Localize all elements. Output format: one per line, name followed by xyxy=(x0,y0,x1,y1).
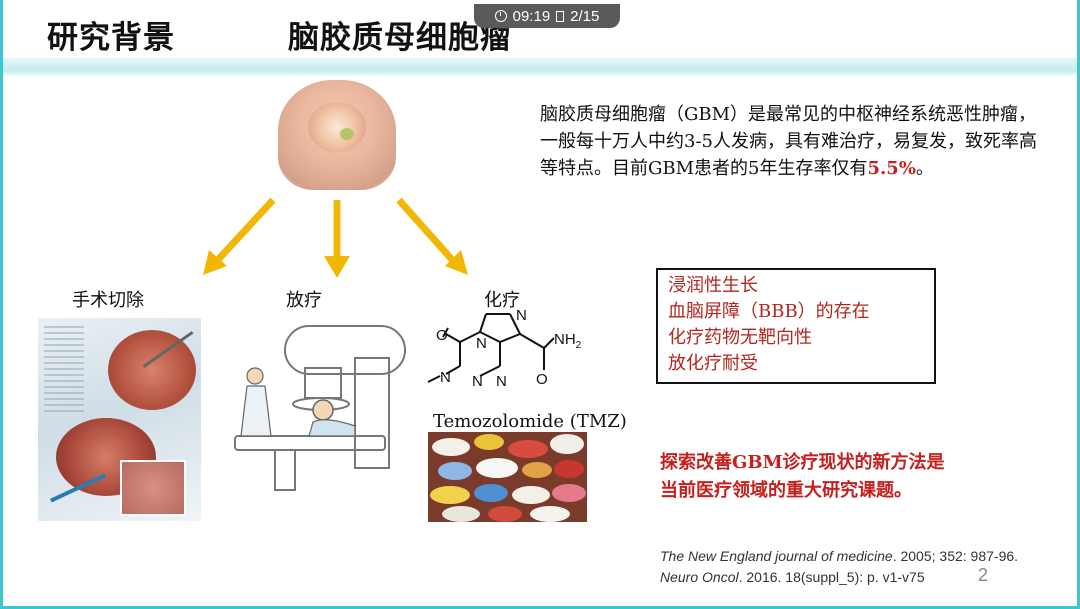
pill xyxy=(508,440,548,458)
pill xyxy=(430,486,470,504)
topic-title: 脑胶质母细胞瘤 xyxy=(288,20,512,56)
intro-end: 。 xyxy=(915,158,934,179)
pill xyxy=(438,462,472,480)
reference-journal: Neuro Oncol xyxy=(660,569,739,585)
pill xyxy=(550,434,584,454)
label-chemotherapy: 化疗 xyxy=(484,290,520,311)
clock-icon xyxy=(494,10,507,22)
arrow-down-icon xyxy=(203,197,276,275)
intro-paragraph: 脑胶质母细胞瘤（GBM）是最常见的中枢神经系统恶性肿瘤，一般每十万人中约3-5人… xyxy=(540,101,1050,182)
reference-detail: . 2005; 352: 987-96. xyxy=(892,548,1019,564)
pill xyxy=(554,460,584,478)
pill xyxy=(552,484,586,502)
conclusion-text: 探索改善GBM诊疗现状的新方法是 当前医疗领域的重大研究课题。 xyxy=(660,449,945,505)
radiotherapy-illustration xyxy=(234,325,406,491)
conclusion-line: 探索改善GBM诊疗现状的新方法是 xyxy=(660,452,945,473)
pill xyxy=(474,434,504,450)
recording-page: 2/15 xyxy=(570,7,600,25)
intro-text: 脑胶质母细胞瘤（GBM）是最常见的中枢神经系统恶性肿瘤，一般每十万人中约3-5人… xyxy=(540,104,1037,179)
page-number: 2 xyxy=(978,565,989,585)
survival-rate-highlight: 5.5% xyxy=(867,158,916,179)
atom-n-methyl: N xyxy=(440,369,451,386)
reference-detail: . 2016. 18(suppl_5): p. v1-v75 xyxy=(738,569,925,585)
atom-n-center: N xyxy=(476,335,487,352)
label-radiotherapy: 放疗 xyxy=(286,290,322,311)
tumor-inset xyxy=(120,460,186,516)
header-band xyxy=(3,58,1077,76)
pill xyxy=(488,506,522,522)
atom-n-lower: N xyxy=(472,373,483,390)
label-surgery: 手术切除 xyxy=(72,290,144,311)
tmz-caption: Temozolomide (TMZ) xyxy=(433,411,627,432)
recording-pill[interactable]: 09:19 2/15 xyxy=(474,4,620,28)
arrows xyxy=(203,197,468,278)
challenge-item: 放化疗耐受 xyxy=(668,353,758,374)
challenge-item: 血脑屏障（BBB）的存在 xyxy=(668,301,870,322)
pill xyxy=(530,506,570,522)
atom-n-right: N xyxy=(496,373,507,390)
amine-subscript: 2 xyxy=(576,340,582,351)
pill xyxy=(432,438,470,456)
atom-oxygen-amide: O xyxy=(536,371,548,388)
square-icon xyxy=(556,10,565,22)
conclusion-line: 当前医疗领域的重大研究课题。 xyxy=(660,480,912,501)
arrow-down-icon xyxy=(396,197,468,275)
reference-2: Neuro Oncol. 2016. 18(suppl_5): p. v1-v7… xyxy=(660,569,925,585)
brain-image xyxy=(278,80,396,190)
brain-tissue-top xyxy=(108,330,196,410)
atom-oxygen: O xyxy=(436,327,448,344)
reference-1: The New England journal of medicine. 200… xyxy=(660,548,1018,564)
pill xyxy=(474,484,508,502)
amine-nh: NH xyxy=(554,331,576,348)
tumor-mark xyxy=(340,128,354,140)
pill xyxy=(442,506,480,522)
pill xyxy=(512,486,550,504)
amine-group: NH2 xyxy=(554,331,582,351)
challenge-item: 浸润性生长 xyxy=(668,275,758,296)
challenges-box: 浸润性生长 血脑屏障（BBB）的存在 化疗药物无靶向性 放化疗耐受 xyxy=(656,268,936,384)
arrow-down-icon xyxy=(324,200,350,278)
challenge-item: 化疗药物无靶向性 xyxy=(668,327,812,348)
atom-n-top: N xyxy=(516,307,527,324)
figure-caption-lines xyxy=(44,326,84,416)
pill xyxy=(476,458,518,478)
tmz-structure: O N N N N N O NH2 xyxy=(427,307,582,390)
reference-journal: The New England journal of medicine xyxy=(660,548,893,564)
brain-core xyxy=(308,102,366,152)
recording-time: 09:19 xyxy=(512,7,551,25)
pill xyxy=(522,462,552,478)
surgery-illustration xyxy=(38,318,201,521)
section-title: 研究背景 xyxy=(47,20,175,56)
pills-photo xyxy=(428,432,587,522)
